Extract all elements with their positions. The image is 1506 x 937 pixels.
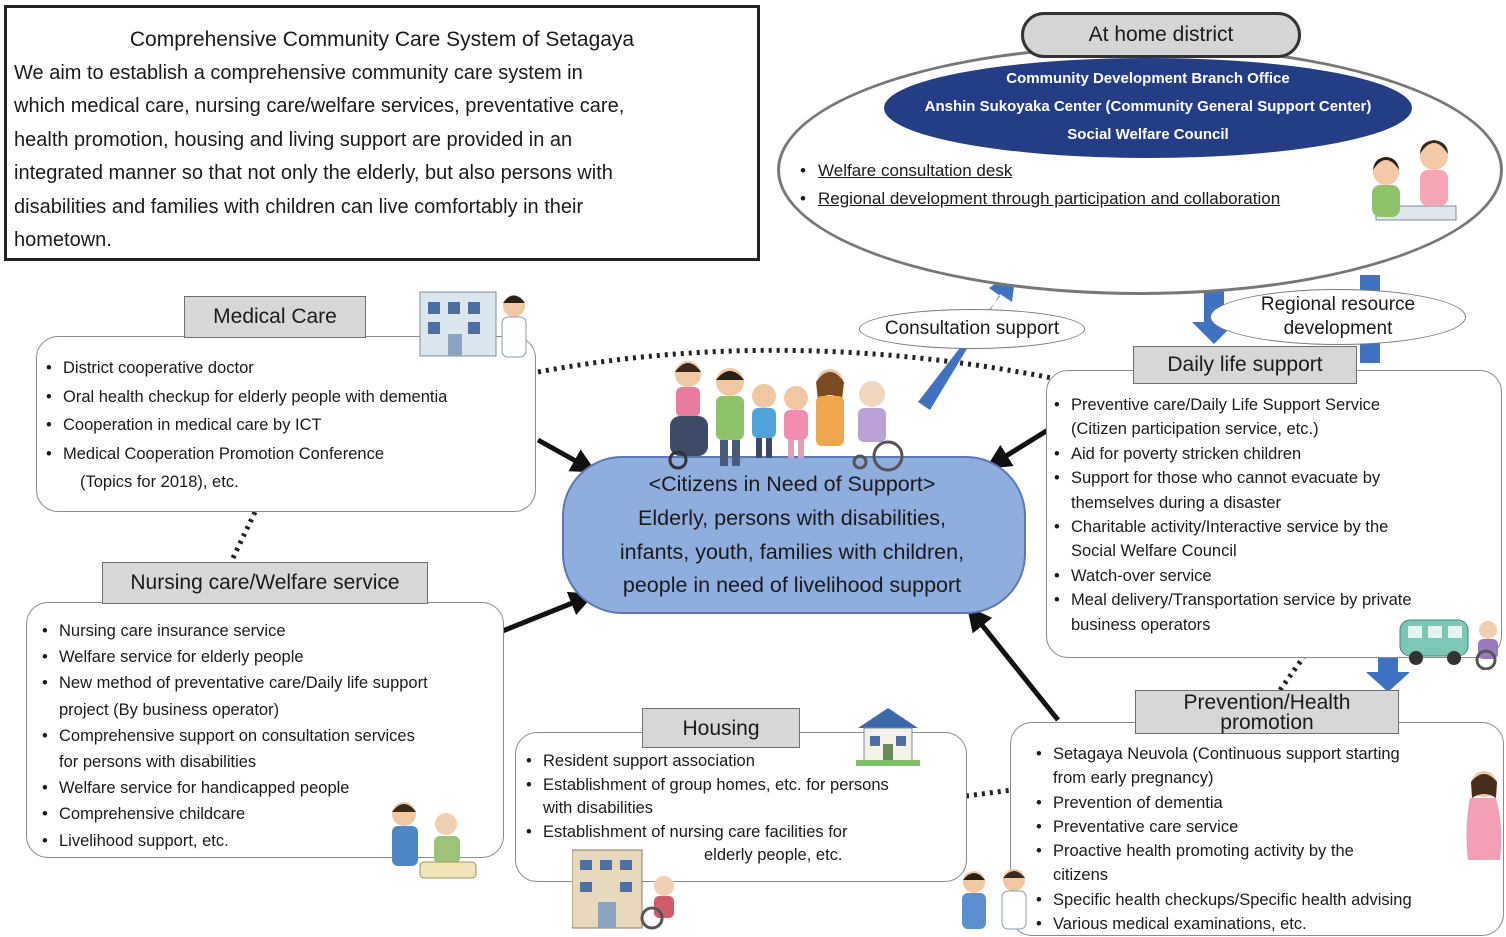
- citizens-center: [562, 456, 1026, 614]
- daily-title: Daily life support: [1133, 346, 1357, 384]
- list-item: Prevention of dementia: [1032, 791, 1412, 816]
- housing-list: Resident support association Establishme…: [522, 750, 889, 868]
- list-item: Cooperation in medical care by ICT: [42, 411, 447, 440]
- list-item: Preventative care service: [1032, 815, 1412, 840]
- list-item: Nursing care insurance service: [38, 618, 428, 644]
- list-item: Comprehensive support on consultation se…: [38, 723, 428, 749]
- regional-line: Regional resource: [1260, 294, 1416, 315]
- list-item-continued: project (By business operator): [59, 700, 280, 719]
- list-item: Setagaya Neuvola (Continuous support sta…: [1032, 742, 1412, 767]
- medical-list: District cooperative doctor Oral health …: [42, 354, 447, 497]
- dotted-link-medical-daily: [537, 347, 1063, 383]
- list-item: Watch-over service: [1050, 564, 1412, 589]
- daily-list: Preventive care/Daily Life Support Servi…: [1050, 393, 1412, 637]
- home-item: •Welfare consultation desk: [800, 161, 1013, 180]
- list-item: Specific health checkups/Specific health…: [1032, 888, 1412, 913]
- home-district-title: At home district: [1021, 12, 1301, 58]
- care-facility-icon: [572, 849, 674, 930]
- intro-line: integrated manner so that not only the e…: [14, 162, 613, 185]
- list-item: District cooperative doctor: [42, 354, 447, 383]
- list-item: Welfare service for handicapped people: [38, 775, 428, 801]
- list-item: Medical Cooperation Promotion Conference: [42, 440, 447, 469]
- org-line: Community Development Branch Office: [1006, 70, 1290, 87]
- list-item-continued: (Citizen participation service, etc.): [1071, 420, 1319, 439]
- list-item-continued: business operators: [1071, 615, 1211, 634]
- list-item: Establishment of group homes, etc. for p…: [522, 774, 889, 798]
- org-line: Anshin Sukoyaka Center (Community Genera…: [924, 98, 1372, 115]
- arrow-nursing-to-center: [499, 591, 595, 635]
- list-item: Charitable activity/Interactive service …: [1050, 515, 1412, 540]
- prevention-title: Prevention/Health promotion: [1135, 690, 1399, 734]
- intro-line: We aim to establish a comprehensive comm…: [14, 62, 583, 84]
- house-icon: [856, 708, 920, 766]
- organizations-ellipse: [884, 58, 1412, 158]
- list-item-continued: from early pregnancy): [1053, 769, 1214, 788]
- list-item: Comprehensive childcare: [38, 801, 428, 827]
- intro-box: Comprehensive Community Care System of S…: [4, 5, 760, 261]
- list-item-continued: themselves during a disaster: [1071, 493, 1282, 512]
- list-item: Resident support association: [522, 750, 889, 774]
- intro-line: health promotion, housing and living sup…: [14, 128, 573, 151]
- dotted-link-daily-prevention: [1277, 653, 1308, 692]
- blue-arrow-daily-prev-shaft: [1378, 655, 1398, 677]
- nursing-title: Nursing care/Welfare service: [102, 562, 428, 604]
- pregnant-woman-icon: [1466, 771, 1502, 860]
- list-item: Proactive health promoting activity by t…: [1032, 839, 1412, 864]
- home-item-text: Welfare consultation desk: [818, 161, 1013, 180]
- transport-van-icon: [1399, 619, 1498, 670]
- list-item-continued: citizens: [1053, 866, 1109, 885]
- blue-arrow-daily-prev-head: [1366, 672, 1410, 692]
- center-title: <Citizens in Need of Support>: [648, 472, 936, 496]
- list-item: Meal delivery/Transportation service by …: [1050, 588, 1412, 613]
- intro-line: hometown.: [14, 229, 112, 252]
- list-item: (Topics for 2018), etc.: [80, 473, 239, 491]
- intro-line: which medical care, nursing care/welfare…: [14, 95, 625, 118]
- list-item: Oral health checkup for elderly people w…: [42, 383, 447, 412]
- arrow-medical-to-center: [536, 437, 597, 473]
- list-item: Livelihood support, etc.: [38, 828, 428, 854]
- list-item-continued: Social Welfare Council: [1071, 542, 1237, 561]
- intro-text: We aim to establish a comprehensive comm…: [14, 57, 749, 257]
- list-item: New method of preventative care/Daily li…: [38, 670, 428, 696]
- prevention-title-line: Prevention/Health: [1183, 691, 1351, 714]
- citizens-group-icon: [668, 361, 904, 472]
- health-checkup-icon: [962, 869, 1027, 930]
- list-item: Welfare service for elderly people: [38, 644, 428, 670]
- arrow-daily-to-center: [985, 427, 1050, 469]
- list-item-continued: with disabilities: [543, 799, 654, 817]
- center-line: people in need of livelihood support: [622, 573, 962, 597]
- housing-title: Housing: [642, 708, 800, 748]
- prevention-list: Setagaya Neuvola (Continuous support sta…: [1032, 742, 1412, 937]
- intro-title: Comprehensive Community Care System of S…: [129, 28, 635, 51]
- arrow-prevention-to-center: [966, 606, 1060, 722]
- regional-line: development: [1283, 318, 1393, 339]
- list-item: Support for those who cannot evacuate by: [1050, 466, 1412, 491]
- home-item-text: Regional development through participati…: [818, 189, 1281, 208]
- hospital-doctor-icon: [419, 291, 527, 358]
- list-item-continued: for persons with disabilities: [59, 753, 257, 772]
- consultation-people-icon: [1372, 140, 1457, 221]
- regional-resource-label: Regional resource development: [1210, 289, 1466, 345]
- consultation-support-label: Consultation support: [859, 309, 1085, 349]
- list-item-continued: elderly people, etc.: [704, 846, 843, 864]
- center-line: infants, youth, families with children,: [619, 540, 965, 564]
- home-item: •Regional development through participat…: [800, 189, 1281, 208]
- medical-title: Medical Care: [184, 296, 366, 338]
- org-line: Social Welfare Council: [1067, 126, 1229, 143]
- nursing-list: Nursing care insurance service Welfare s…: [38, 618, 428, 854]
- list-item: Establishment of nursing care facilities…: [522, 821, 889, 845]
- list-item: Preventive care/Daily Life Support Servi…: [1050, 393, 1412, 418]
- dotted-link-housing-prevention: [965, 787, 1013, 799]
- prevention-title-line: promotion: [1220, 711, 1314, 734]
- caregiver-meal-icon: [392, 802, 477, 879]
- intro-line: disabilities and families with children …: [14, 195, 584, 218]
- list-item: Various medical examinations, etc.: [1032, 912, 1412, 937]
- list-item: Aid for poverty stricken children: [1050, 442, 1412, 467]
- center-line: Elderly, persons with disabilities,: [638, 506, 946, 530]
- dotted-link-medical-nursing: [229, 510, 258, 562]
